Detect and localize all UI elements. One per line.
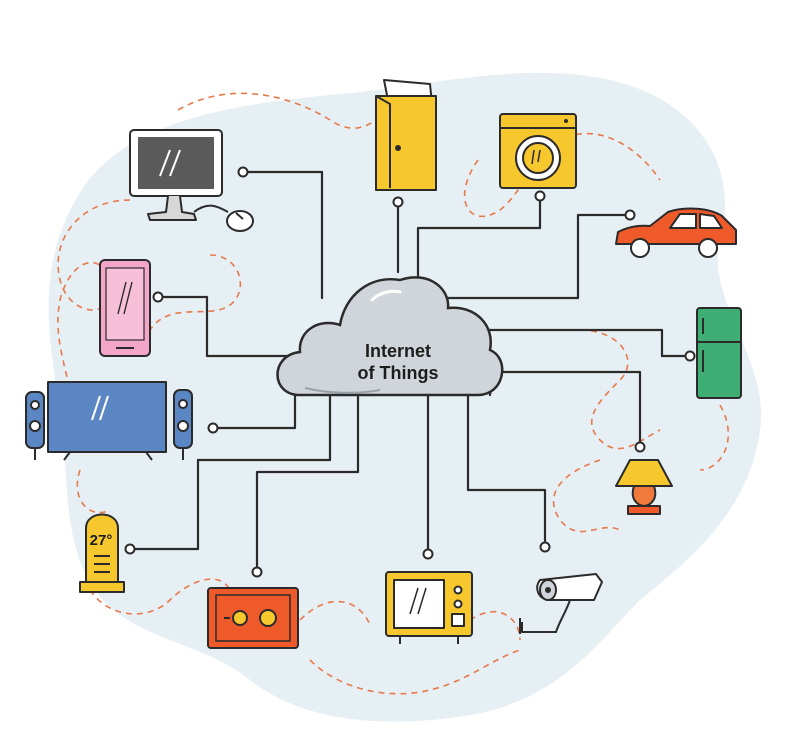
thermostat-icon [79,513,125,593]
tv-speakers-icon [25,381,193,461]
car-icon [615,207,737,258]
thermostat-reading: 27° [90,532,113,549]
computer-mouse-icon [193,204,254,232]
refrigerator-icon [696,307,742,399]
table-lamp-icon [615,459,673,515]
desktop-computer-icon [129,129,223,221]
background-blob [48,72,762,722]
microwave-icon [385,571,473,644]
washing-machine-icon [499,113,577,189]
security-camera-icon [519,573,603,634]
wire-nodes [124,166,696,578]
cloud-icon [276,276,504,397]
safe-icon [207,587,299,649]
door-icon [375,79,437,191]
connection-wires [128,170,692,574]
center-title-line2: of Things [358,363,439,383]
smartphone-icon [99,259,151,357]
center-title-line1: Internet [365,341,431,361]
